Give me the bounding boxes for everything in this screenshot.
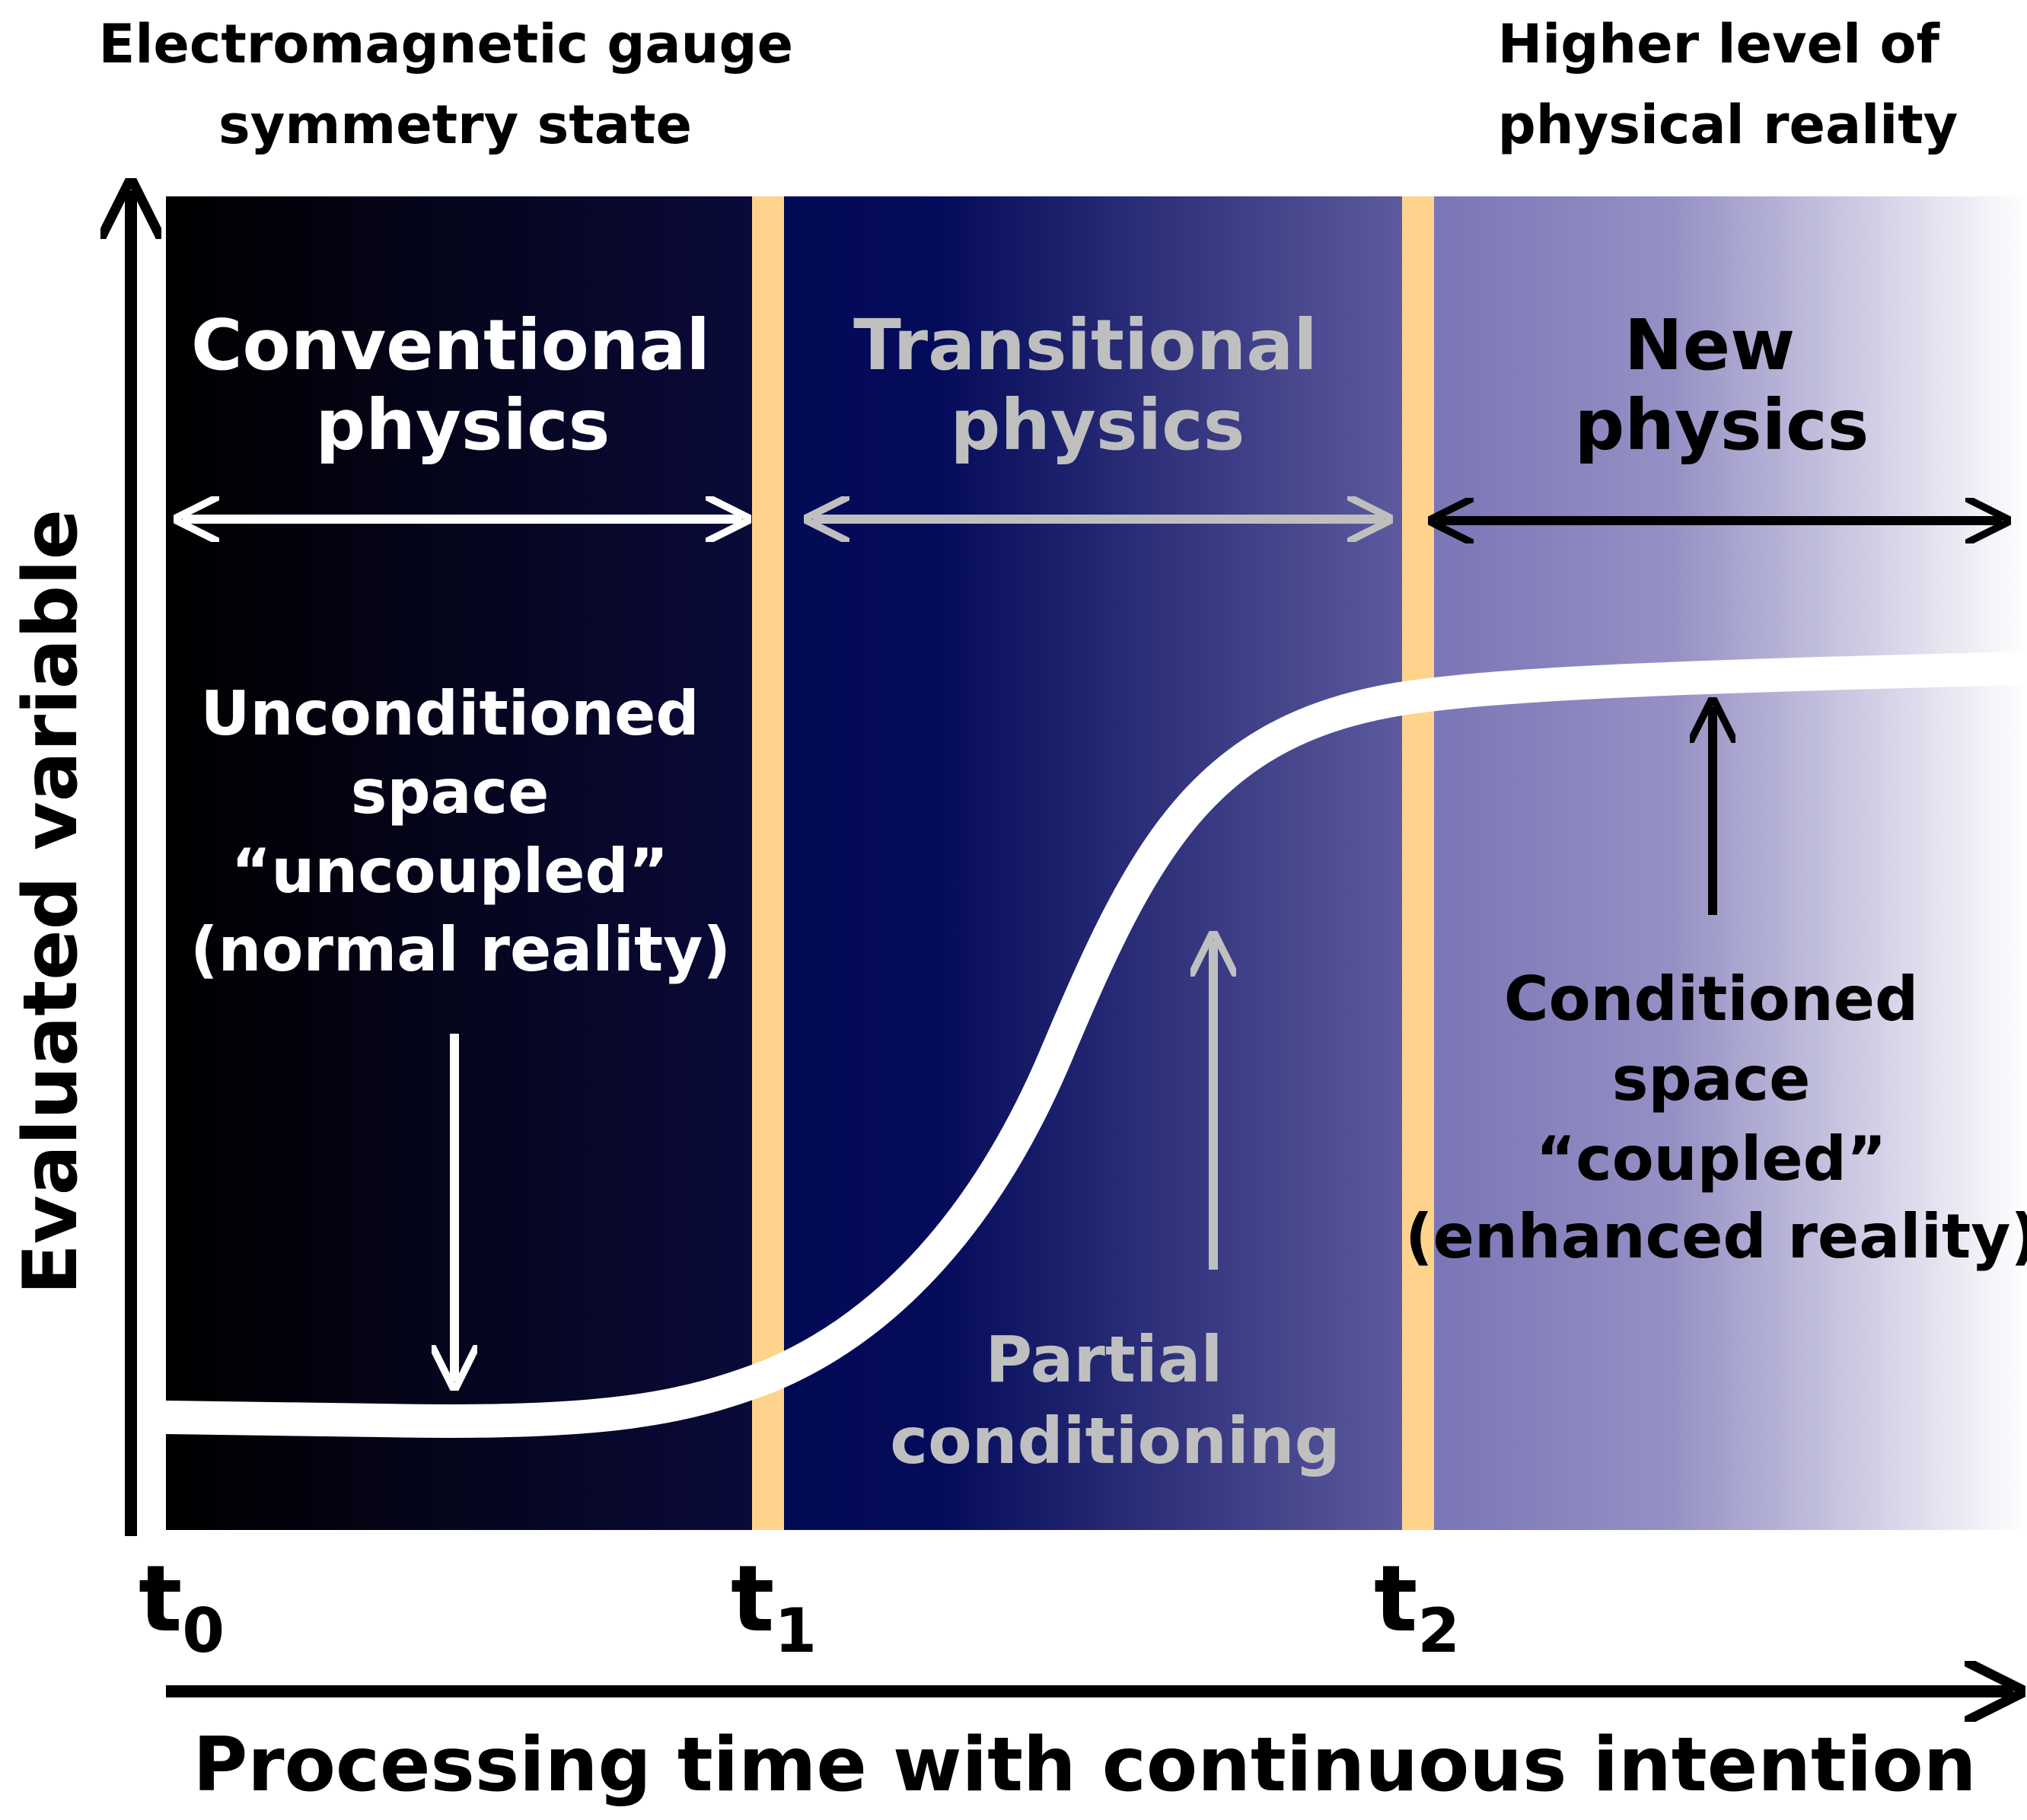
- region-new-background: [1434, 196, 2027, 1530]
- top-right-label: Higher level of physical reality: [1498, 13, 1958, 156]
- partial-conditioning-description: Partial conditioning: [890, 1322, 1340, 1478]
- boundary-band-t2: [1402, 196, 1434, 1530]
- boundary-band-t1: [752, 196, 784, 1530]
- conditioned-space-description: Conditioned space “coupled” (enhanced re…: [1405, 964, 2027, 1272]
- y-axis-label: Evaluated variable: [8, 509, 94, 1295]
- top-left-label: Electromagnetic gauge symmetry state: [99, 13, 812, 156]
- time-mark-t1: t1: [731, 1547, 817, 1666]
- transitional-physics-heading: Transitional physics: [853, 304, 1342, 466]
- conventional-physics-heading: Conventional physics: [191, 304, 735, 466]
- x-axis-label: Processing time with continuous intentio…: [193, 1722, 1976, 1809]
- sigmoid-curve: [149, 652, 2027, 1438]
- time-mark-t0: t0: [139, 1547, 225, 1666]
- time-mark-t2: t2: [1374, 1547, 1460, 1666]
- new-physics-heading: New physics: [1575, 304, 1869, 466]
- unconditioned-space-description: Unconditioned space “uncoupled” (normal …: [190, 678, 731, 985]
